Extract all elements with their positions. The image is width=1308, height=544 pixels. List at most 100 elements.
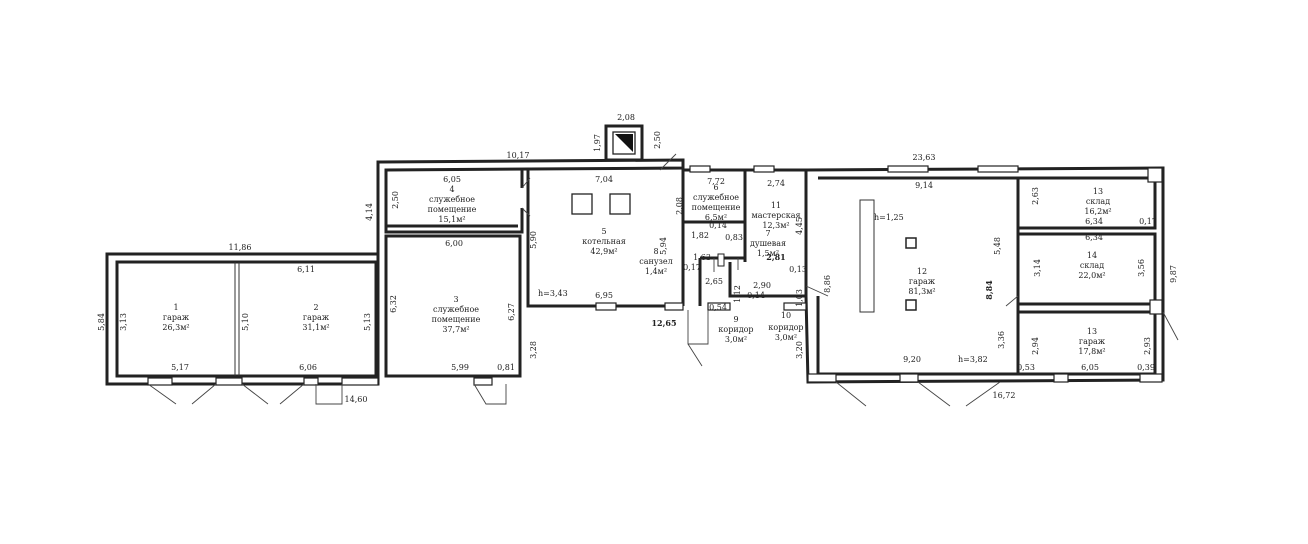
room-4-name2: помещение xyxy=(428,205,477,214)
dim-core-total: 12,65 xyxy=(651,318,676,328)
column-1 xyxy=(905,237,917,249)
dim-garage-13-left: 2,94 xyxy=(1031,337,1040,355)
room-4-num: 4 xyxy=(449,185,454,194)
window-storage-14 xyxy=(1149,299,1163,315)
porch-core xyxy=(687,310,709,367)
dim-garage-13-door: 0,39 xyxy=(1137,363,1155,372)
door-swing-boiler xyxy=(659,153,677,171)
dim-garage-12-bottom: 9,20 xyxy=(903,355,921,364)
dim-garage-13-right: 2,93 xyxy=(1143,337,1152,355)
dim-garage-12-right-upper: 5,48 xyxy=(993,237,1002,255)
gate-swing-garage-2 xyxy=(241,383,305,405)
dim-boiler-porch: 3,28 xyxy=(529,341,538,359)
room-12-num: 12 xyxy=(917,267,927,276)
room-11-num: 11 xyxy=(771,201,781,210)
dim-core-gap: 0,13 xyxy=(789,265,807,274)
dim-room-6-bottom: 1,82 xyxy=(691,231,709,240)
door-swing-wc xyxy=(713,258,739,272)
door-swing-garage-13 xyxy=(1162,311,1179,341)
dim-storage-13-height: 2,63 xyxy=(1031,187,1040,205)
room-3-area: 37,7м² xyxy=(442,325,469,334)
dim-garage-12-right: 8,84 xyxy=(984,280,994,300)
room-14-num: 14 xyxy=(1087,251,1097,260)
dim-left-block-top: 11,86 xyxy=(229,243,252,252)
room-7-num: 7 xyxy=(765,229,770,238)
inner-wall-right-block xyxy=(816,176,1020,376)
room-6-name2: помещение xyxy=(692,203,741,212)
room-8-num: 8 xyxy=(653,247,658,256)
dim-corridor-10-top: 2,90 xyxy=(753,281,771,290)
dim-wc-wall: 0,17 xyxy=(683,263,701,272)
room-6-num: 6 xyxy=(713,183,718,192)
window-core-c xyxy=(783,302,807,311)
room-1-area: 26,3м² xyxy=(162,323,189,332)
dim-garage-12-right-lower: 3,36 xyxy=(997,331,1006,349)
dim-right-block-height: 9,87 xyxy=(1169,265,1178,283)
partition-garage-1-2 xyxy=(234,262,240,376)
room-14-name: склад xyxy=(1080,261,1104,270)
room-4-name: служебное xyxy=(429,195,475,204)
walls xyxy=(105,124,1165,386)
room-6-name: служебное xyxy=(693,193,739,202)
dim-room-4-width: 6,05 xyxy=(443,175,461,184)
dim-corridor-10-side: 1,03 xyxy=(795,289,804,307)
window-garage-12c xyxy=(807,373,837,383)
room-7-area: 1,5м² xyxy=(757,249,779,258)
windows xyxy=(147,165,1163,386)
dim-garage-1-height: 3,13 xyxy=(119,313,128,331)
dim-room-3-right: 6,27 xyxy=(507,303,516,321)
dim-boiler-right: 5,94 xyxy=(659,237,668,255)
room-8-area: 1,4м² xyxy=(645,267,667,276)
gate-swing-garage-1 xyxy=(147,383,217,405)
room-10-num: 10 xyxy=(781,311,791,320)
window-room-11 xyxy=(753,165,775,173)
dim-right-bottom: 16,72 xyxy=(993,391,1016,400)
dim-room-3-left: 6,32 xyxy=(389,295,398,313)
dim-room-11-width: 2,74 xyxy=(767,179,785,188)
wall-room-3 xyxy=(384,234,522,378)
column-2 xyxy=(905,299,917,311)
dim-garage-2-left: 5,10 xyxy=(241,313,250,331)
window-garage-12a xyxy=(887,165,929,173)
dim-chimney-width: 2,08 xyxy=(617,113,635,122)
room-14-area: 22,0м² xyxy=(1078,271,1105,280)
wall-boiler-room xyxy=(526,170,683,308)
outer-wall-right-block xyxy=(804,166,1165,384)
window-garage-2b xyxy=(303,377,319,386)
room-11-name: мастерская xyxy=(751,211,800,220)
dim-room-6-height: 2,08 xyxy=(675,197,684,215)
dim-chimney-height: 1,97 xyxy=(593,134,602,152)
dim-room-5-width: 7,04 xyxy=(595,175,613,184)
door-swing-garage-12 xyxy=(805,285,1019,307)
dim-chimney-side: 2,50 xyxy=(653,131,662,149)
dim-garage-12-top: 9,14 xyxy=(915,181,933,190)
room-labels: 1 гараж 26,3м² 2 гараж 31,1м² 3 служебно… xyxy=(162,183,1111,356)
dim-corridor-door: 0,54 xyxy=(709,303,727,312)
outer-wall-left-block xyxy=(105,252,380,386)
dim-wc-width: 1,63 xyxy=(693,253,711,262)
window-core-a xyxy=(664,302,684,311)
inspection-pit xyxy=(859,199,875,313)
room-2-num: 2 xyxy=(313,303,318,312)
dim-top-left: 10,17 xyxy=(507,151,530,160)
room-7-name: душевая xyxy=(750,239,786,248)
dim-garage-13-bottom: 6,05 xyxy=(1081,363,1099,372)
dim-room-3-top: 6,00 xyxy=(445,239,463,248)
room-9-area: 3,0м² xyxy=(725,335,747,344)
room-9-name: коридор xyxy=(718,325,753,334)
dim-room-6-width: 7,72 xyxy=(707,177,725,186)
chimney-block xyxy=(604,124,644,162)
dim-storage-13-bottom: 6,34 xyxy=(1085,217,1103,226)
dim-garage-12-porch: 3,20 xyxy=(795,341,804,359)
dim-storage-13-gap: 0,17 xyxy=(1139,217,1157,226)
height-garage-12: h=3,82 xyxy=(958,355,988,364)
window-garage-2c xyxy=(341,377,379,386)
chimney-detail xyxy=(612,131,636,155)
dim-storage-14-top: 6,34 xyxy=(1085,233,1103,242)
height-boiler: h=3,43 xyxy=(538,289,568,298)
dim-room-4-height: 2,50 xyxy=(391,191,400,209)
dim-corridor-9-side: 1,12 xyxy=(733,285,742,303)
dim-right-gap: 0,53 xyxy=(1017,363,1035,372)
height-pit: h=1,25 xyxy=(874,213,904,222)
